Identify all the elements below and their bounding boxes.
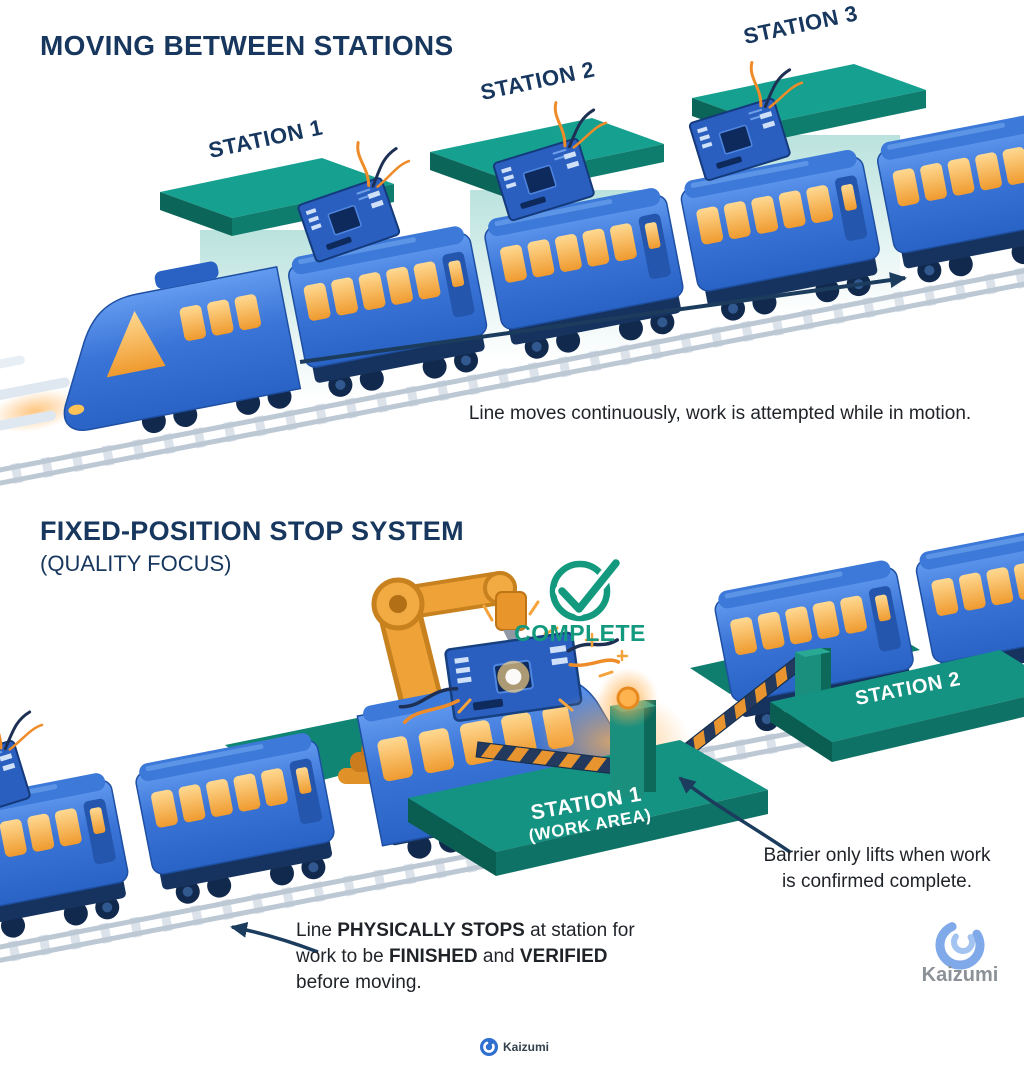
lowered-barrier (475, 668, 658, 798)
barrier-note: Barrier only lifts when work is confirme… (763, 845, 991, 893)
stop-note-arrow (230, 921, 319, 954)
motion-streak (0, 410, 56, 444)
train-car (131, 729, 343, 910)
footer-logo-text: Kaizumi (503, 1040, 550, 1054)
motion-streak (0, 355, 25, 380)
complete-label: COMPLETE (514, 620, 646, 646)
brand-logo-icon (935, 920, 985, 970)
station2-platform (770, 650, 1024, 762)
complete-check-icon (549, 556, 623, 622)
brand-logo-text: Kaizumi (921, 964, 999, 986)
top-caption: Line moves continuously, work is attempt… (468, 403, 972, 424)
top-scene (0, 48, 1024, 490)
barrier-note-arrow (678, 776, 791, 854)
rail (0, 213, 1024, 489)
work-circuit-board (398, 631, 621, 725)
station1-platform (408, 740, 768, 876)
footer-logo-icon (480, 1038, 498, 1056)
rail (0, 200, 1024, 477)
top-title: MOVING BETWEEN STATIONS (40, 30, 454, 61)
motion-streak (0, 377, 70, 409)
top-train (0, 48, 1024, 490)
stop-note: Line PHYSICALLY STOPS at station for wor… (296, 920, 635, 994)
bottom-scene (0, 518, 1024, 1056)
bottom-title: FIXED-POSITION STOP SYSTEM (40, 516, 464, 546)
beacon-light (616, 686, 640, 710)
bottom-subtitle: (QUALITY FOCUS) (40, 551, 232, 576)
direction-arrow (299, 272, 907, 364)
